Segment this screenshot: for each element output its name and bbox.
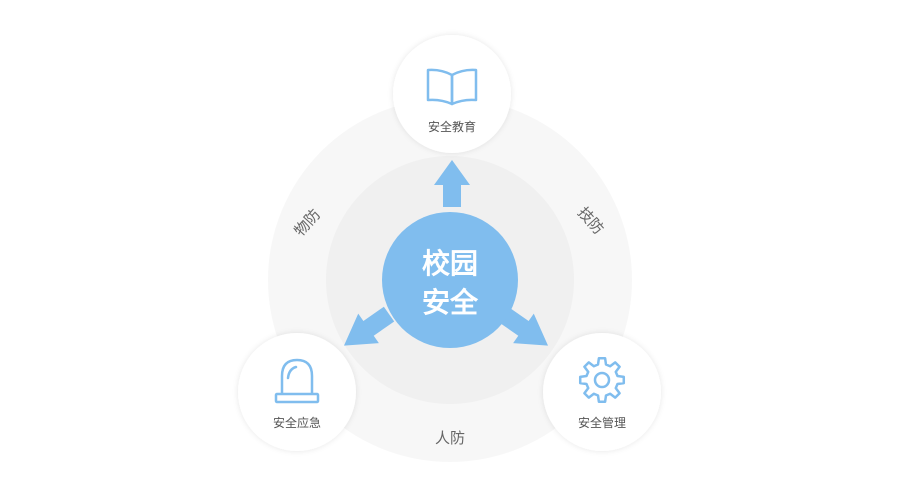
node-emergency-circle — [238, 333, 356, 451]
arrow-up-icon — [434, 160, 470, 207]
alarm-light-icon — [274, 358, 320, 404]
center-circle — [382, 212, 518, 348]
node-emergency: 安全应急 — [238, 333, 356, 451]
node-emergency-label: 安全应急 — [273, 415, 321, 430]
node-management-label: 安全管理 — [578, 415, 626, 430]
node-education: 安全教育 — [393, 35, 511, 153]
ring-label-human: 人防 — [435, 429, 465, 447]
arrow-down-left-icon — [343, 306, 395, 346]
arrows — [343, 160, 549, 346]
node-education-label: 安全教育 — [428, 119, 476, 134]
arrow-down-right-icon — [497, 306, 549, 346]
center-label-line2: 安全 — [422, 286, 479, 319]
node-management: 安全管理 — [543, 333, 661, 451]
center-label-line1: 校园 — [422, 247, 478, 280]
node-management-circle — [543, 333, 661, 451]
gear-icon — [578, 356, 626, 404]
open-book-icon — [426, 68, 478, 106]
